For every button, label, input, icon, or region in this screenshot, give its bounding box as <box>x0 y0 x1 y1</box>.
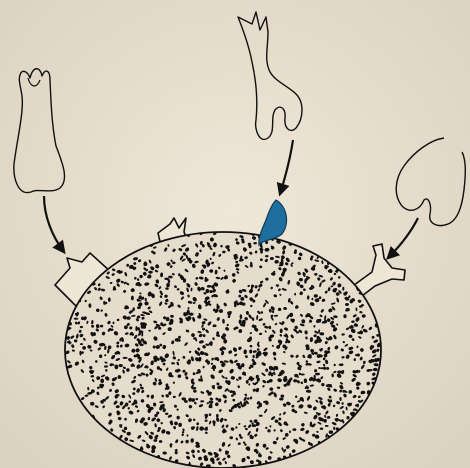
stipple-dot <box>74 318 79 320</box>
stipple-dot <box>131 296 134 301</box>
stipple-dot <box>292 428 296 431</box>
stipple-dot <box>339 364 344 366</box>
stipple-dot <box>279 398 283 401</box>
stipple-dot <box>320 428 323 430</box>
stipple-dot <box>238 406 241 409</box>
stipple-dot <box>345 303 349 306</box>
stipple-dot <box>180 275 183 278</box>
stipple-dot <box>315 373 320 376</box>
stipple-dot <box>227 389 229 391</box>
